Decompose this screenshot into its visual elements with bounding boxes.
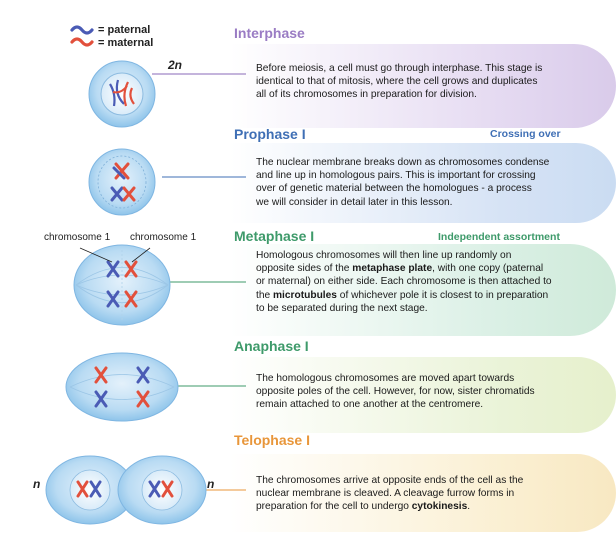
legend-paternal-label: = paternal (98, 24, 151, 36)
metaphase-description: Homologous chromosomes will then line up… (256, 249, 552, 315)
ploidy-n-right-label: n (207, 477, 215, 491)
metaphase-line-5: to be separated during the next stage. (256, 302, 428, 314)
crossing-over-tag: Crossing over (490, 128, 561, 140)
chromosome-label-right: chromosome 1 (130, 232, 197, 243)
anaphase-line-2: opposite poles of the cell. However, for… (256, 386, 535, 398)
telophase-title: Telophase I (234, 432, 310, 448)
paternal-legend-icon (70, 25, 94, 35)
anaphase-cell (65, 352, 179, 422)
maternal-legend-icon (70, 37, 94, 47)
anaphase-line-1: The homologous chromosomes are moved apa… (256, 373, 515, 384)
microtubules-term: microtubules (273, 289, 337, 301)
interphase-title: Interphase (234, 25, 305, 41)
prophase-description: The nuclear membrane breaks down as chro… (256, 156, 549, 209)
prophase-line-2: and line up in homologous pairs. This is… (256, 170, 536, 182)
metaphase-line-2: opposite sides of the metaphase plate, w… (256, 263, 544, 275)
metaphase-panel (230, 244, 616, 336)
anaphase-panel (230, 357, 616, 433)
ploidy-n-left-label: n (33, 477, 41, 491)
anaphase-line-3: remain attached to one another at the ce… (256, 399, 484, 411)
prophase-title: Prophase I (234, 126, 306, 142)
interphase-description: Before meiosis, a cell must go through i… (256, 62, 542, 102)
telophase-line-1: The chromosomes arrive at opposite ends … (256, 475, 524, 486)
prophase-line-4: we will consider in detail later in this… (256, 196, 453, 208)
interphase-line-2: identical to that of mitosis, where the … (256, 76, 538, 88)
telophase-description: The chromosomes arrive at opposite ends … (256, 474, 523, 514)
metaphase-line-3: or maternal) on either side. Each chromo… (256, 276, 552, 288)
prophase-cell (88, 148, 156, 216)
prophase-panel (230, 143, 616, 223)
prophase-line-1: The nuclear membrane breaks down as chro… (256, 157, 550, 168)
interphase-cell (88, 60, 156, 128)
metaphase-line-4: the microtubules of whichever pole it is… (256, 289, 549, 301)
legend-maternal-label: = maternal (98, 37, 154, 49)
telophase-line-2: nuclear membrane is cleaved. A cleavage … (256, 488, 515, 500)
chromosome-label-left: chromosome 1 (44, 232, 111, 243)
independent-assortment-tag: Independent assortment (438, 231, 560, 243)
anaphase-description: The homologous chromosomes are moved apa… (256, 372, 535, 412)
metaphase-cell (73, 244, 171, 326)
anaphase-title: Anaphase I (234, 338, 309, 354)
interphase-line-3: all of its chromosomes in preparation fo… (256, 89, 477, 101)
telophase-cell (45, 455, 207, 525)
interphase-line-1: Before meiosis, a cell must go through i… (256, 63, 543, 74)
metaphase-title: Metaphase I (234, 228, 315, 244)
metaphase-plate-term: metaphase plate (352, 263, 433, 275)
telophase-panel (230, 454, 616, 532)
prophase-line-3: over of genetic material between the hom… (256, 183, 532, 195)
telophase-line-3: preparation for the cell to undergo cyto… (256, 501, 471, 513)
cytokinesis-term: cytokinesis (411, 501, 468, 513)
metaphase-line-1: Homologous chromosomes will then line up… (256, 250, 512, 261)
ploidy-2n-label: 2n (168, 58, 183, 72)
interphase-panel (230, 44, 616, 128)
